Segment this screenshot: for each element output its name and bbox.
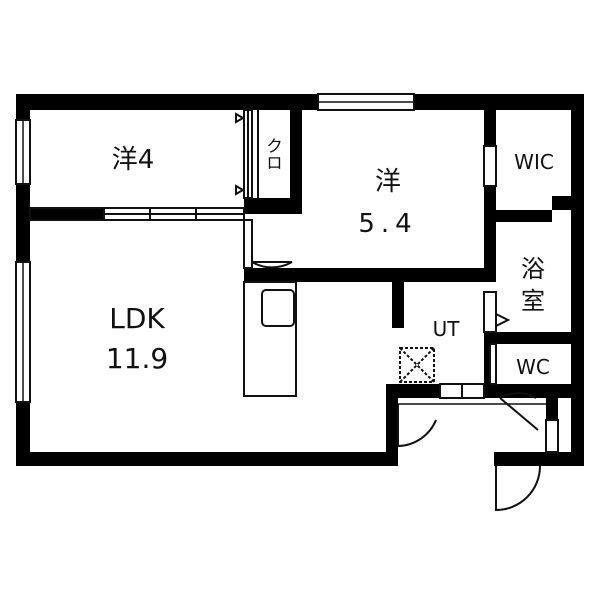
wc-door-swing [499,392,539,431]
entry-inner-door-swing [397,404,437,448]
wic-door [483,145,497,187]
wall-bath-bottom [484,332,584,344]
wall-bottom-right [494,452,584,466]
wall-wic-notch [552,196,584,210]
wall-ut-left [392,268,404,328]
bath-door [483,291,497,333]
room-label-toilet: WC [516,355,550,379]
wall-entry-right [546,396,558,420]
room-labels: 洋4 クロ 洋 5.4 WIC 浴 室 LDK 11.9 UT WC [106,137,554,379]
room-label-utility: UT [433,317,461,341]
wall-bedroom-bottom [244,268,496,282]
wall-entry-left [386,384,398,466]
room-label-bath-top: 浴 [521,255,545,283]
room-size-western-main: 5.4 [358,209,417,239]
front-door-swing [495,465,541,512]
thin-lines [15,93,559,453]
ldk-door-swing [251,222,293,269]
wall-right [571,94,584,466]
kitchen-sink [261,289,295,327]
toilet-door [489,343,497,385]
room-label-western-small: 洋4 [112,145,155,175]
shoe-cabinet [545,419,559,453]
wall-bedroom-divider [290,94,302,212]
wall-bottom-main [16,452,396,466]
wall-wic-bottom [484,210,552,222]
room-label-wic: WIC [514,150,554,174]
room-label-bath-bottom: 室 [521,287,545,315]
room-label-ldk: LDK [109,302,165,335]
room-size-ldk: 11.9 [106,342,168,375]
room-label-western-main: 洋 [375,167,401,197]
walls [16,94,584,466]
wall-closet-step [244,198,302,214]
door-swings [251,222,541,512]
room-label-closet: クロ [262,137,282,171]
